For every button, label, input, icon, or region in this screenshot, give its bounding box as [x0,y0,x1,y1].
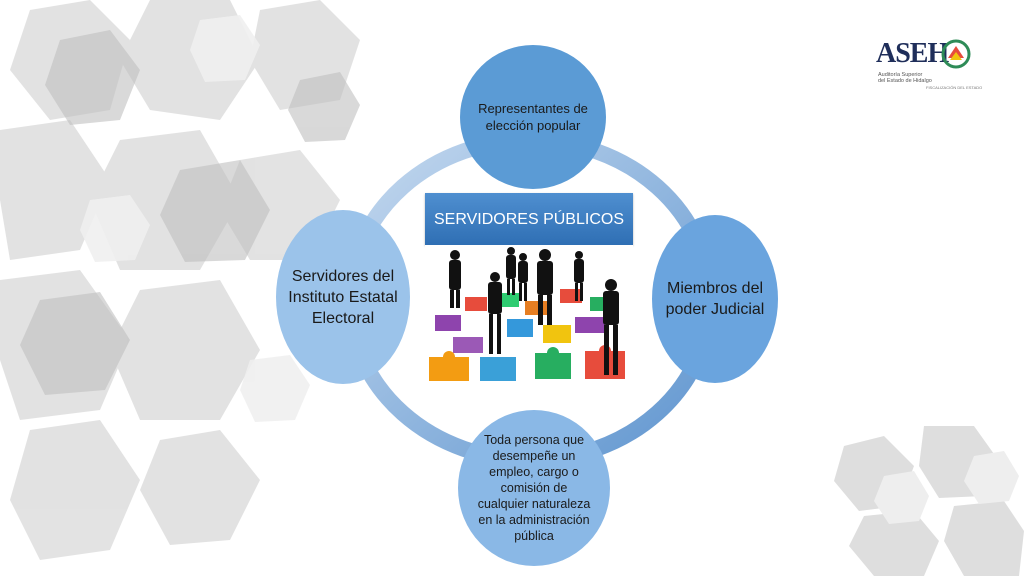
puzzle-people-illustration [425,245,633,395]
background-hexagons-right [834,426,1024,576]
node-instituto-electoral: Servidores del Instituto Estatal Elector… [276,210,410,384]
puzzle-pieces [429,289,625,381]
logo-line-1: Auditoría Superior [878,72,923,78]
node-representantes: Representantes de elección popular [460,45,606,189]
node-left-label: Servidores del Instituto Estatal Elector… [288,267,398,327]
logo-emblem-icon [941,39,971,69]
background-hexagons-left [0,0,360,560]
node-poder-judicial: Miembros del poder Judicial [652,215,778,383]
center-title: SERVIDORES PÚBLICOS [425,193,633,245]
people-silhouettes [449,247,619,375]
node-right-label: Miembros del poder Judicial [665,280,765,318]
center-title-text: SERVIDORES PÚBLICOS [434,210,624,228]
node-bottom-label: Toda persona que desempeñe un empleo, ca… [477,433,591,543]
node-toda-persona: Toda persona que desempeñe un empleo, ca… [458,410,610,566]
logo-wordmark: ASEH [876,38,949,69]
logo-line-2: del Estado de Hidalgo [878,78,932,84]
logo-line-3: FISCALIZACIÓN DEL ESTADO [926,85,983,90]
aseh-logo: ASEH Auditoría Superior del Estado de Hi… [876,38,982,90]
node-top-label: Representantes de elección popular [478,101,588,133]
